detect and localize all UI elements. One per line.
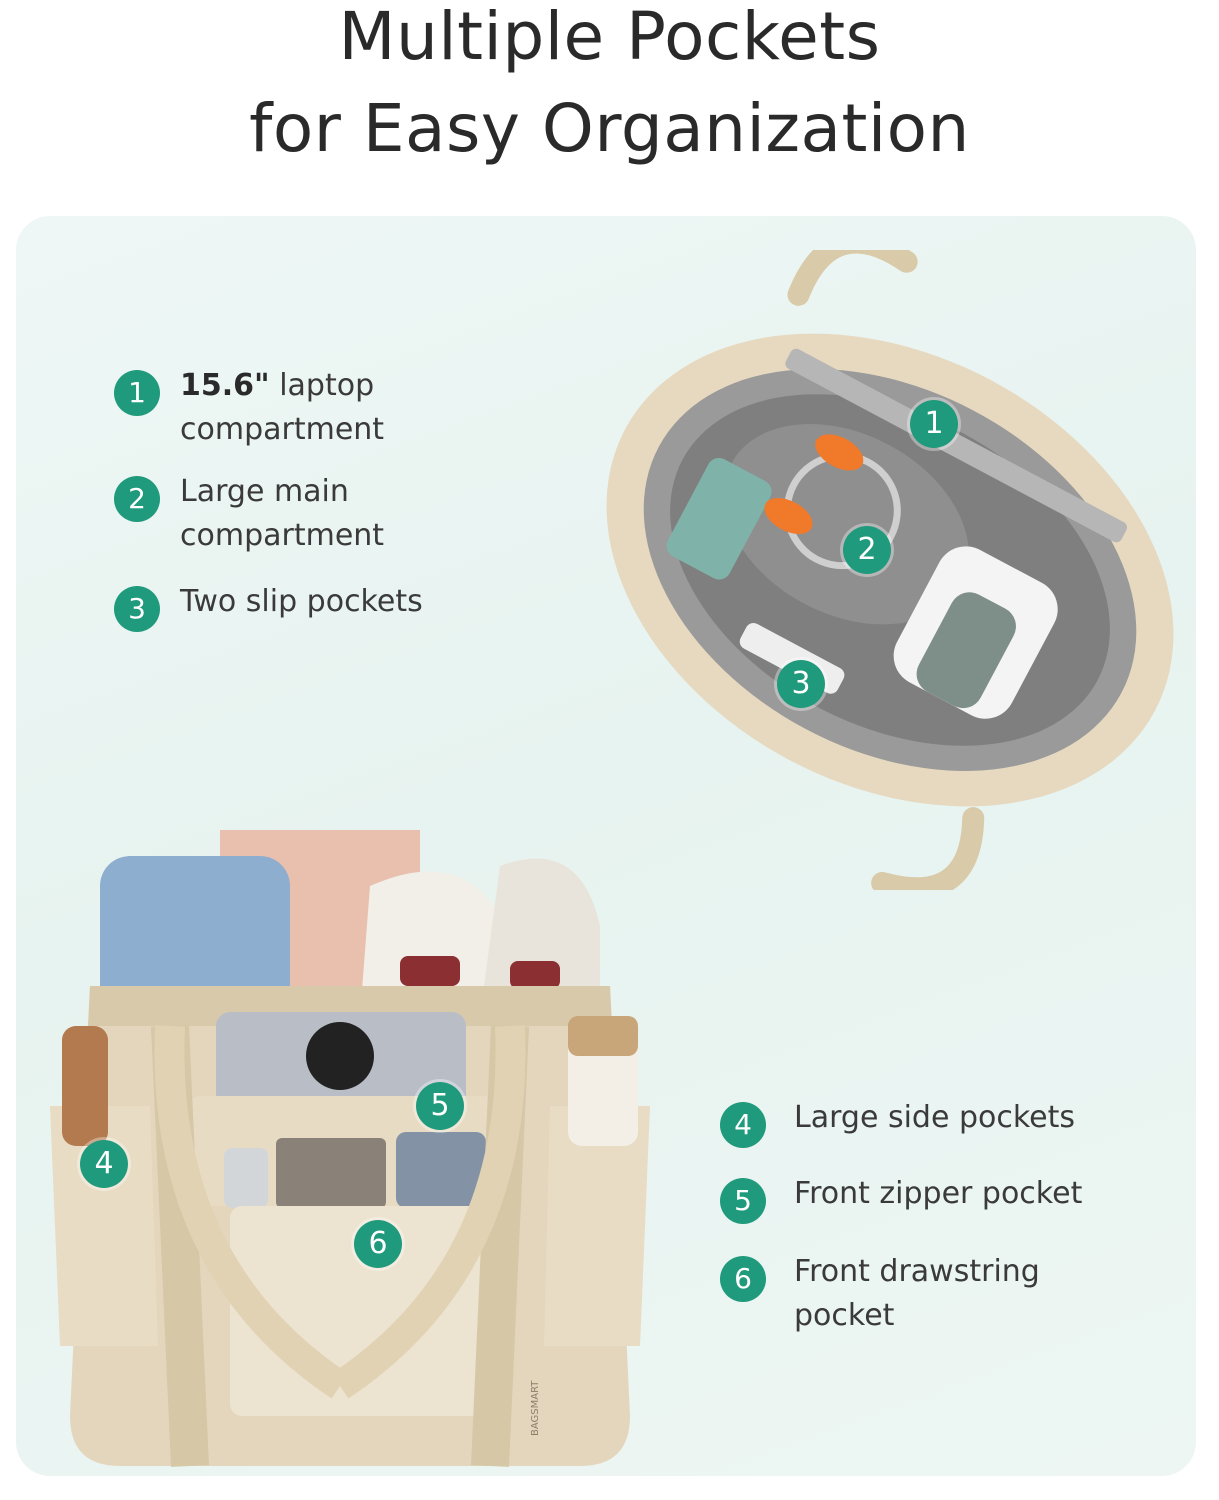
feature-label: Large main compartment <box>180 474 385 553</box>
feature-number-badge: 3 <box>114 586 160 632</box>
sneaker-accent <box>510 961 560 989</box>
tote-handle <box>331 1025 526 1399</box>
headphone-pad <box>815 434 864 471</box>
tote-handle <box>154 1025 349 1399</box>
teal-wallet <box>666 457 772 580</box>
photo-marker-6: 6 <box>354 1220 402 1268</box>
bag-interior-photo <box>606 250 1174 890</box>
watch <box>224 1148 268 1208</box>
folded-jeans <box>100 856 290 1026</box>
feature-number-badge: 4 <box>720 1102 766 1148</box>
headband <box>916 592 1016 709</box>
feature-number-badge: 5 <box>720 1178 766 1224</box>
tote-top-band <box>88 986 612 1026</box>
feature-label-bold: 15.6" <box>180 368 270 403</box>
bottle-cap <box>568 1016 638 1056</box>
feature-label: Front zipper pocket <box>794 1176 1083 1211</box>
bag-handle <box>871 807 985 890</box>
sneaker-accent <box>400 956 460 986</box>
photo-marker-1: 1 <box>910 400 958 448</box>
title-line-1: Multiple Pockets <box>338 0 881 75</box>
photo-marker-3: 3 <box>777 660 825 708</box>
umbrella <box>62 1026 108 1146</box>
feature-number-badge: 6 <box>720 1256 766 1302</box>
bag-handle <box>787 250 918 306</box>
towel <box>396 1132 486 1208</box>
photo-marker-5: 5 <box>416 1082 464 1130</box>
gray-hoodie <box>724 423 969 625</box>
feature-label-rest: laptop compartment <box>180 368 385 447</box>
headphones <box>783 452 901 570</box>
feature-number-badge: 2 <box>114 476 160 522</box>
feature-label: Front drawstring pocket <box>794 1254 1040 1333</box>
card-wallet <box>276 1138 386 1208</box>
feature-label: 15.6" laptop compartment <box>180 364 540 452</box>
feature-label: Two slip pockets <box>180 584 423 619</box>
sunglasses <box>306 1022 374 1090</box>
bag-front-photo: BAGSMART <box>50 830 650 1467</box>
sneaker <box>360 871 510 1016</box>
laptop-sleeve <box>785 348 1128 543</box>
photo-marker-2: 2 <box>843 526 891 574</box>
brand-tag: BAGSMART <box>530 1380 541 1436</box>
feature-number-badge: 1 <box>114 370 160 416</box>
side-pocket-right <box>544 1106 650 1346</box>
title-line-2: for Easy Organization <box>249 90 970 167</box>
feature-label: Large side pockets <box>794 1100 1075 1135</box>
side-pocket-left <box>50 1106 158 1346</box>
photo-marker-4: 4 <box>80 1140 128 1188</box>
headphone-pad <box>764 497 813 535</box>
